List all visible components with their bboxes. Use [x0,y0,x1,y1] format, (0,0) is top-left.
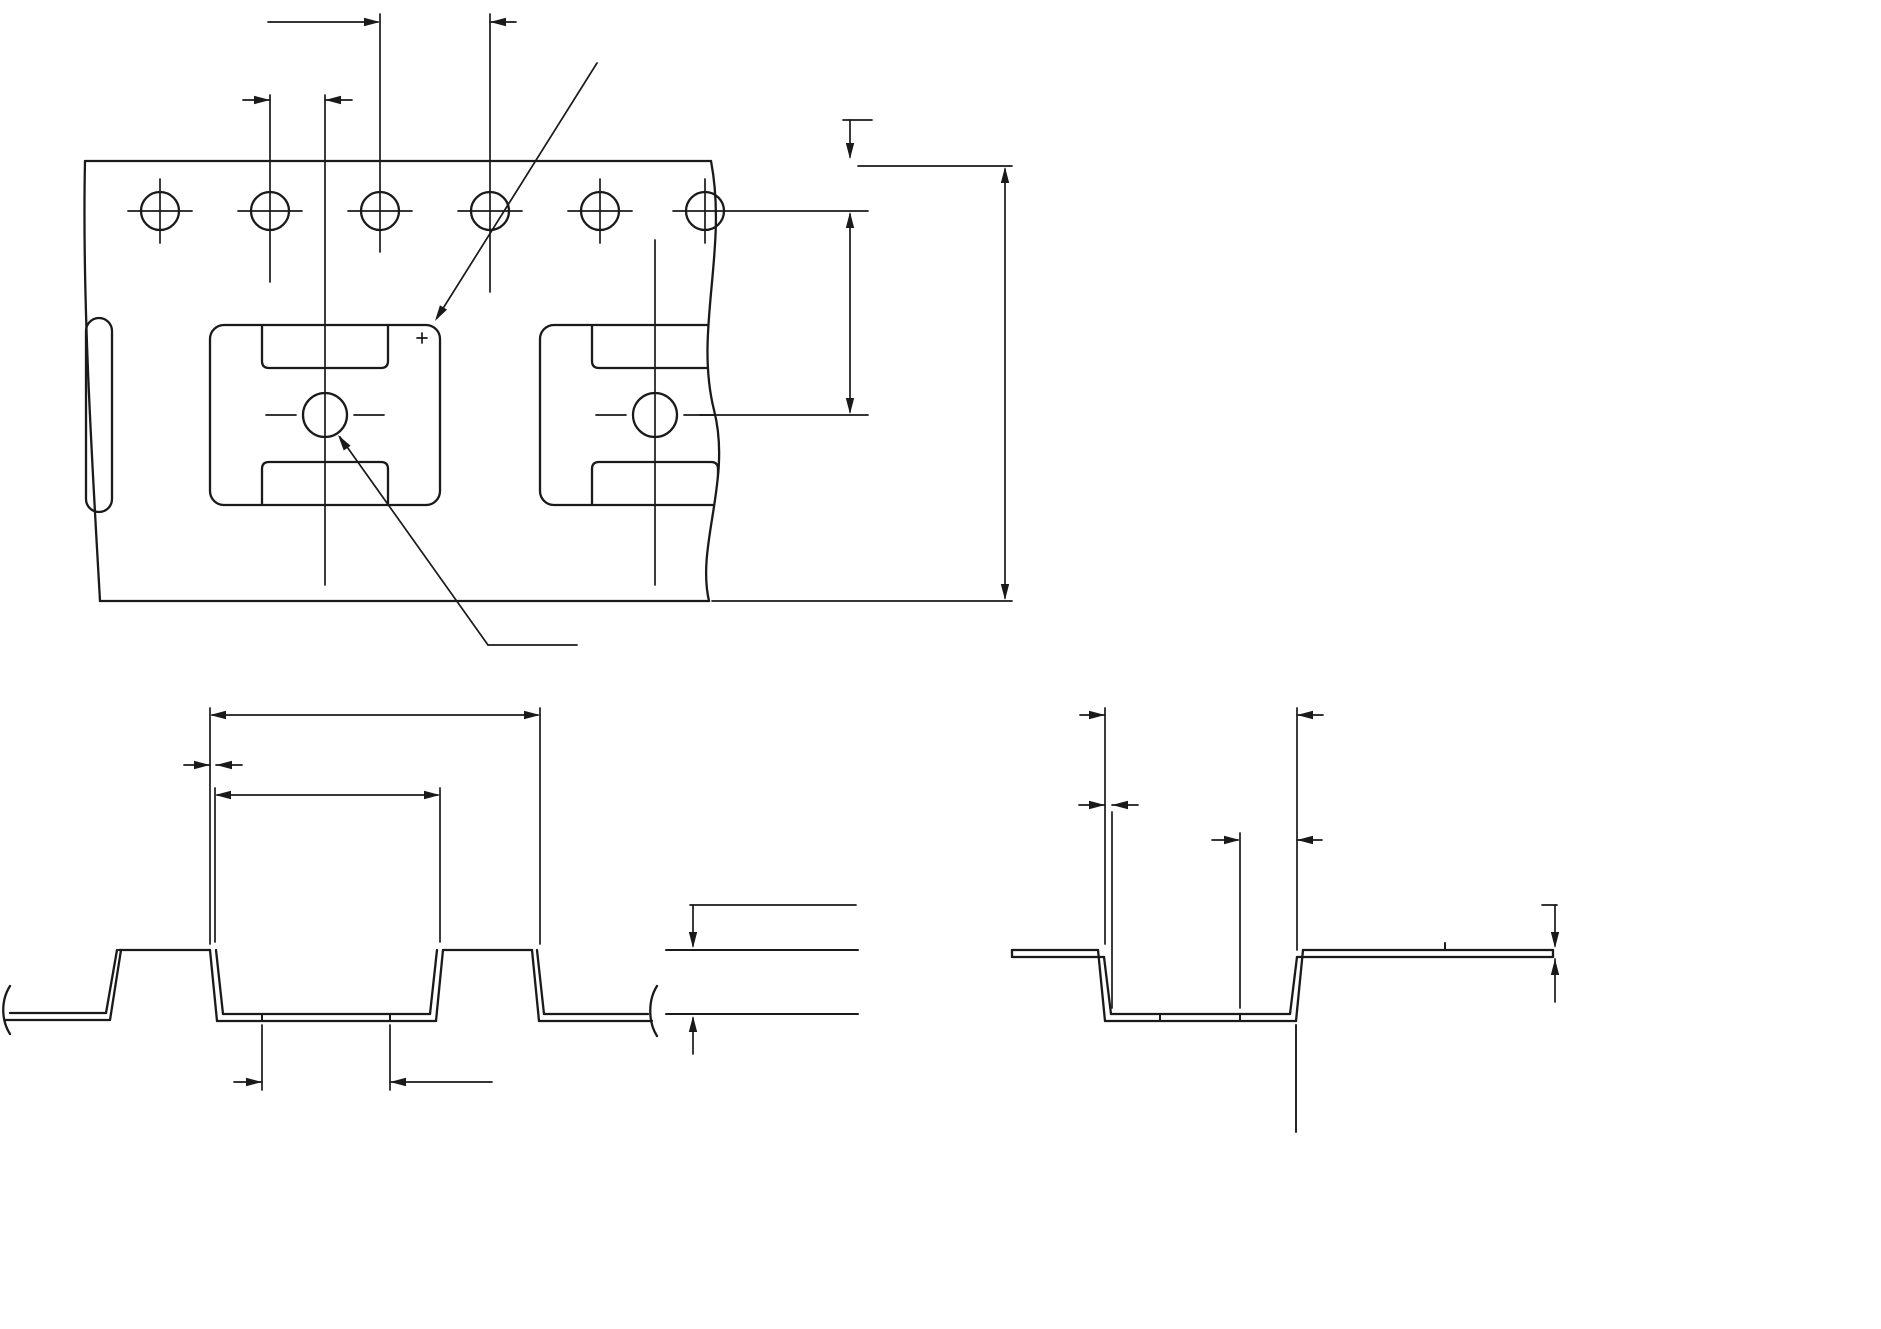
dim-arrow [210,710,226,720]
dim-arrow [1297,710,1313,720]
dim-arrow [688,1016,698,1032]
dim-arrow [194,760,210,770]
profile-pocket-wall [530,948,541,1023]
dim-arrow [845,398,855,414]
leader-line [339,436,489,646]
break-mark [2,984,12,1036]
leader-arrow [338,435,351,451]
dim-arrow [1550,932,1560,948]
top-view [83,13,1013,646]
profile-pocket-wall [208,948,219,1023]
dim-arrow [845,212,855,228]
profile-pocket-wall [535,948,546,1016]
dim-arrow [424,790,440,800]
profile-pocket-wall [1294,948,1305,1023]
profile-pocket-wall [1288,955,1299,1016]
profile-pocket-wall [1102,955,1113,1016]
tape-break-right [705,159,721,603]
dim-arrow [216,760,232,770]
break-mark [649,984,659,1038]
dim-arrow [524,710,540,720]
dim-arrow [490,17,506,27]
dim-arrow [1112,800,1128,810]
section-side [2,707,859,1091]
dim-arrow [1089,800,1105,810]
dim-arrow [325,95,341,105]
tape-break-left [83,159,102,603]
dim-arrow [1224,835,1240,845]
profile-pocket-wall [104,948,119,1015]
dim-arrow [845,143,855,159]
dim-arrow [246,1077,262,1087]
dim-arrow [1089,710,1105,720]
dim-arrow [390,1077,406,1087]
dim-arrow [254,95,270,105]
dim-arrow [364,17,380,27]
leader-arrow [435,305,448,321]
profile-pocket-wall [1096,948,1107,1023]
dim-arrow [1000,584,1010,600]
dim-arrow [215,790,231,800]
tape-edge-slot [84,316,114,514]
dim-arrow [688,932,698,948]
section-end [1010,707,1560,1133]
dim-arrow [1297,835,1313,845]
profile-pocket-wall [214,948,225,1016]
profile-pocket-wall [108,948,123,1022]
dim-arrow [1000,167,1010,183]
profile-pocket-wall [434,948,445,1023]
leader-line [436,62,598,319]
profile-pocket-wall [428,948,439,1016]
